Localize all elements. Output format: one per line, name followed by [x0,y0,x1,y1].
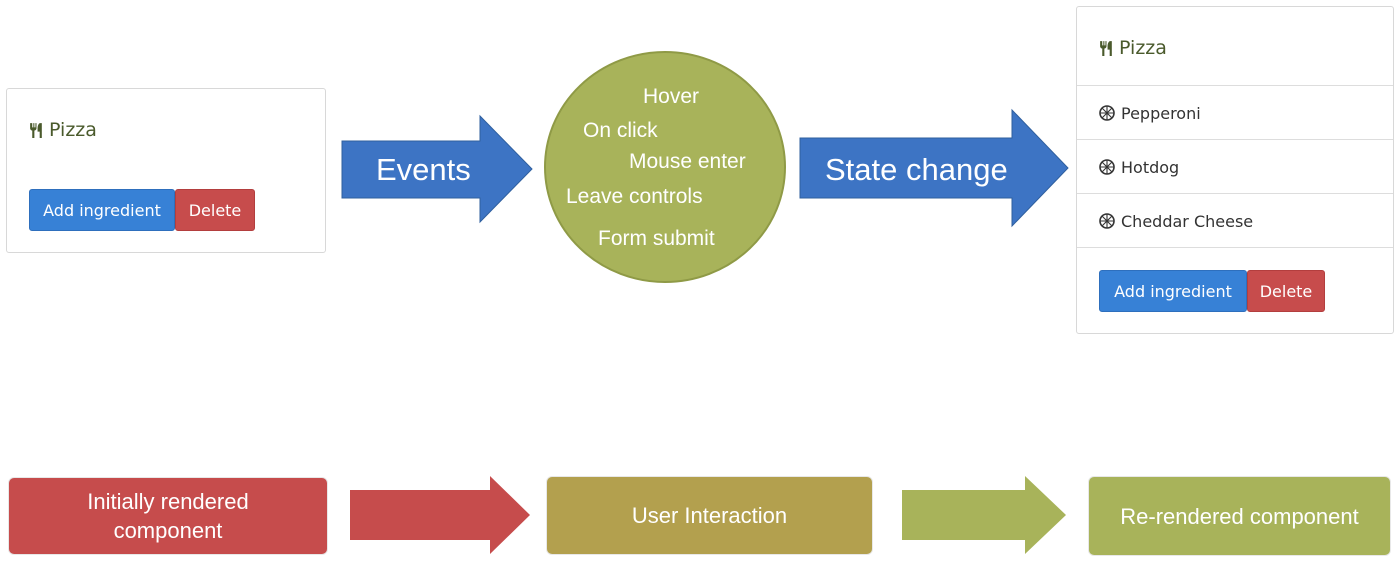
events-arrow [341,114,533,224]
list-divider [1077,247,1393,248]
flow-step-initially-rendered: Initially rendered component [9,478,327,554]
events-label: Events [376,152,471,187]
event-item-hover: Hover [643,85,700,108]
ingredient-label: Cheddar Cheese [1121,211,1254,231]
event-item-form-submit: Form submit [598,227,715,250]
event-item-leave-controls: Leave controls [566,185,703,208]
delete-button[interactable]: Delete [1247,270,1325,312]
event-item-on-click: On click [583,119,658,142]
pizza-icon [1099,159,1115,175]
flow-arrow-2 [902,476,1066,554]
cutlery-icon [1100,40,1112,56]
state-change-label: State change [825,152,1008,187]
ingredient-label: Pepperoni [1121,103,1201,123]
delete-button[interactable]: Delete [175,189,255,231]
cutlery-icon [30,122,42,138]
ingredient-item-cheddar-cheese: Cheddar Cheese [1077,193,1393,248]
event-item-mouse-enter: Mouse enter [629,150,746,173]
card-title-text: Pizza [1119,37,1167,59]
initial-component-card: Pizza Add ingredient Delete [6,88,326,253]
card-title: Pizza [1098,37,1167,59]
pizza-icon [1099,105,1115,121]
events-circle [544,51,786,283]
flow-step-rerendered: Re-rendered component [1089,477,1390,555]
ingredient-label: Hotdog [1121,157,1180,177]
state-change-arrow [799,108,1069,228]
add-ingredient-button[interactable]: Add ingredient [1099,270,1247,312]
rerendered-component-card: Pizza Pepperoni Hotdog Cheddar Cheese Ad… [1076,6,1394,334]
pizza-icon [1099,213,1115,229]
card-title-text: Pizza [49,119,97,141]
ingredient-item-hotdog: Hotdog [1077,139,1393,194]
card-title: Pizza [28,119,97,141]
flow-step-user-interaction: User Interaction [547,477,872,554]
flow-arrow-1 [350,476,530,554]
add-ingredient-button[interactable]: Add ingredient [29,189,175,231]
ingredient-item-pepperoni: Pepperoni [1077,85,1393,140]
